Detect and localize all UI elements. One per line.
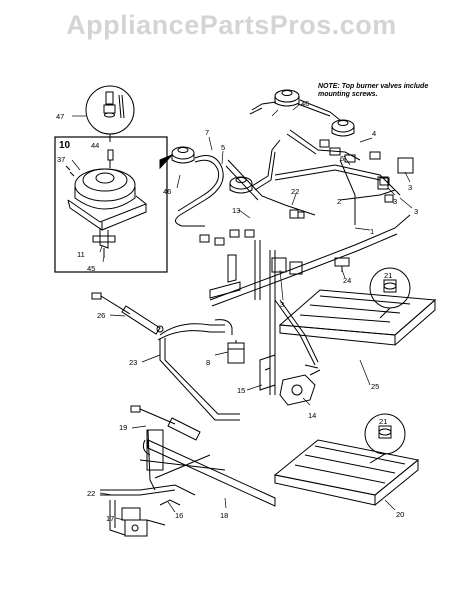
callout-45: 45 bbox=[87, 264, 95, 273]
manifold-18 bbox=[139, 429, 276, 507]
callout-7: 7 bbox=[205, 128, 209, 137]
callout-19: 19 bbox=[119, 423, 127, 432]
callout-21-bottom: 21 bbox=[379, 417, 387, 426]
lower-tube-23 bbox=[157, 319, 240, 421]
burner-head-rear bbox=[274, 89, 300, 107]
callout-1: 1 bbox=[370, 227, 374, 236]
callout-46-top: 46 bbox=[301, 99, 309, 108]
callout-17: 17 bbox=[106, 514, 114, 523]
regulator-14 bbox=[279, 364, 321, 406]
callout-26: 26 bbox=[97, 311, 105, 320]
burner-head-left bbox=[171, 146, 195, 164]
callout-8: 8 bbox=[206, 358, 210, 367]
callout-6: 6 bbox=[340, 154, 344, 163]
callout-4: 4 bbox=[372, 129, 376, 138]
callout-2: 2 bbox=[337, 197, 341, 206]
callout-23: 23 bbox=[129, 358, 137, 367]
broil-burner-20 bbox=[273, 439, 420, 506]
callout-3-mid: 3 bbox=[393, 197, 397, 206]
part-8 bbox=[227, 340, 245, 364]
callout-14: 14 bbox=[308, 411, 316, 420]
callout-22-upper: 22 bbox=[291, 187, 299, 196]
callout-18: 18 bbox=[220, 511, 228, 520]
nut-21-bottom bbox=[364, 413, 406, 464]
callout-25: 25 bbox=[371, 382, 379, 391]
callout-46-left: 46 bbox=[163, 187, 171, 196]
lower-pipe-assembly bbox=[100, 484, 196, 537]
valve-row-upper bbox=[199, 139, 394, 246]
tube-to-regulator bbox=[274, 299, 319, 366]
harness-19 bbox=[130, 405, 201, 441]
brackets-3 bbox=[209, 157, 414, 299]
callout-24: 24 bbox=[343, 276, 351, 285]
callout-37: 37 bbox=[57, 155, 65, 164]
watermark: AppliancePartsPros.com bbox=[66, 10, 397, 40]
callout-47: 47 bbox=[56, 112, 64, 121]
oven-burner-25 bbox=[278, 289, 437, 346]
callout-21-top: 21 bbox=[384, 271, 392, 280]
leader-lines bbox=[71, 103, 413, 521]
callout-20: 20 bbox=[396, 510, 404, 519]
nut-21-top bbox=[369, 267, 411, 319]
callout-13: 13 bbox=[232, 206, 240, 215]
callout-11: 11 bbox=[77, 250, 85, 259]
callout-5: 5 bbox=[221, 143, 225, 152]
detail-inset-10 bbox=[54, 85, 173, 273]
callout-3-upper: 3 bbox=[408, 183, 412, 192]
callout-3-right: 3 bbox=[414, 207, 418, 216]
burner-head-right bbox=[331, 119, 355, 137]
part-15 bbox=[259, 354, 276, 391]
ignition-cable bbox=[91, 292, 164, 335]
callout-numbers: 47 10 44 37 11 45 46 7 5 46 4 6 3 3 2 22… bbox=[56, 99, 418, 523]
note-text: NOTE: Top burner valves include mounting… bbox=[318, 83, 429, 98]
callout-10: 10 bbox=[59, 140, 71, 151]
callout-22-lower: 22 bbox=[87, 489, 95, 498]
callout-16: 16 bbox=[175, 511, 183, 520]
callout-3-lower: 3 bbox=[280, 300, 284, 309]
part-24 bbox=[334, 257, 350, 272]
callout-44: 44 bbox=[91, 141, 99, 150]
callout-15: 15 bbox=[237, 386, 245, 395]
